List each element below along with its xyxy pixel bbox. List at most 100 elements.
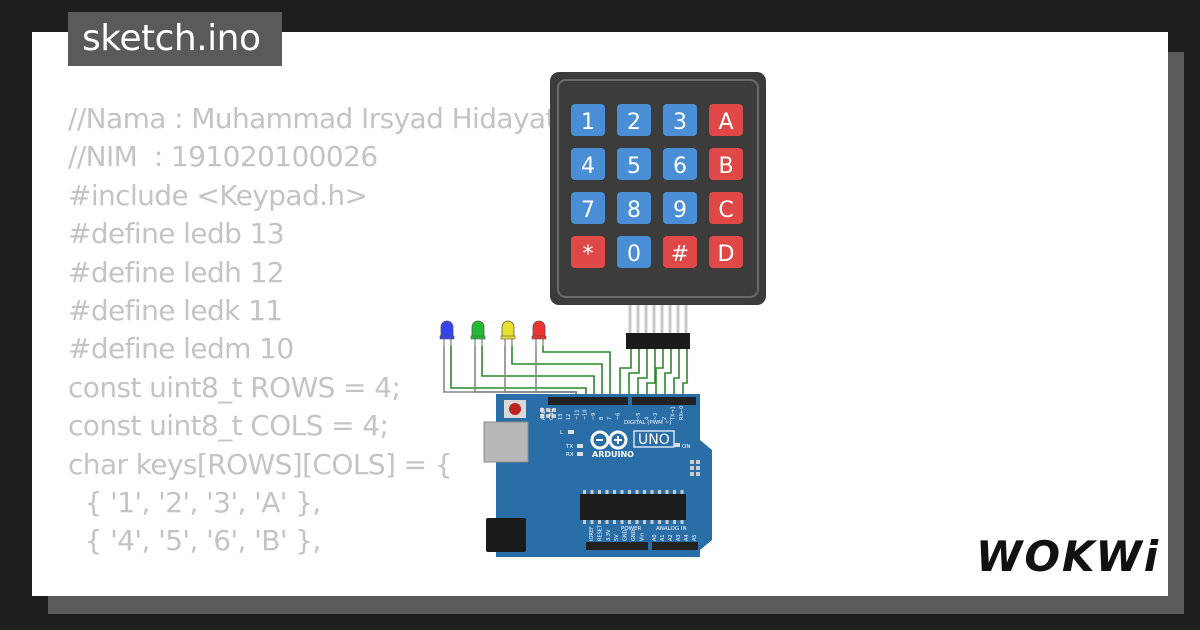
- power-header: [586, 542, 648, 550]
- keypad-key[interactable]: 3: [663, 104, 697, 136]
- code-line: #include <Keypad.h>: [68, 178, 368, 212]
- pin-label: A2: [668, 534, 674, 541]
- pin-label: ~9: [591, 413, 597, 420]
- key-label: B: [718, 154, 733, 179]
- keypad-key[interactable]: 2: [617, 104, 651, 136]
- keypad-key[interactable]: 9: [663, 192, 697, 224]
- keypad-pin: [668, 305, 672, 333]
- keypad-frame: [557, 79, 759, 298]
- led-group: [439, 320, 547, 346]
- pin-label: 7: [607, 417, 613, 420]
- key-label: 2: [627, 110, 641, 135]
- keypad-key[interactable]: 5: [617, 148, 651, 180]
- digital-header-left: [548, 397, 628, 405]
- key-label: 7: [581, 198, 595, 223]
- pin-label: 13: [558, 414, 564, 420]
- on-label: ON: [682, 444, 690, 450]
- pin-label: RESET: [597, 524, 603, 541]
- keypad-key[interactable]: 1: [571, 104, 605, 136]
- keypad-pin: [660, 305, 664, 333]
- wire: [682, 349, 688, 400]
- keypad-key[interactable]: 0: [617, 236, 651, 268]
- wire: [646, 349, 656, 400]
- pin-label: ~11: [574, 409, 580, 420]
- chip-pins: [583, 490, 684, 524]
- code-line: const uint8_t COLS = 4;: [68, 409, 389, 443]
- keypad-key[interactable]: A: [709, 104, 743, 136]
- wires: [443, 346, 688, 400]
- wire: [542, 346, 611, 400]
- key-label: 1: [581, 110, 595, 135]
- led-blue[interactable]: [439, 320, 455, 346]
- code-line: //Nama : Muhammad Irsyad Hidayat: [68, 102, 556, 135]
- reset-button[interactable]: [509, 403, 521, 415]
- key-label: 8: [627, 198, 641, 223]
- keypad-key[interactable]: *: [571, 236, 605, 268]
- code-line: char keys[ROWS][COLS] = {: [68, 447, 453, 481]
- file-tab[interactable]: sketch.ino: [68, 12, 283, 66]
- code-line: #define ledk 11: [68, 294, 283, 328]
- pin-label: 2: [662, 417, 668, 420]
- led-red[interactable]: [531, 320, 547, 346]
- usb-port: [483, 421, 529, 463]
- pin-label: A5: [692, 534, 698, 541]
- keypad-key[interactable]: 6: [663, 148, 697, 180]
- key-label: *: [583, 242, 594, 267]
- key-label: #: [671, 242, 689, 267]
- keypad-key[interactable]: D: [709, 236, 743, 268]
- led-green[interactable]: [470, 320, 486, 346]
- analog-label: ANALOG IN: [656, 526, 687, 532]
- pin-label: A3: [676, 534, 682, 541]
- keypad-key[interactable]: 8: [617, 192, 651, 224]
- keypad-key[interactable]: 7: [571, 192, 605, 224]
- wire: [535, 346, 577, 400]
- pin-label: IOREF: [589, 526, 595, 541]
- code-line: #define ledh 12: [68, 255, 285, 289]
- digital-label: DIGITAL (PWM ~): [624, 420, 671, 426]
- pin-label: ~3: [653, 413, 659, 420]
- pin-label: ~6: [615, 413, 621, 420]
- analog-header: [652, 542, 698, 550]
- wire: [655, 349, 664, 400]
- pin-label: A0: [652, 534, 658, 541]
- keypad-key[interactable]: C: [709, 192, 743, 224]
- wire: [637, 349, 648, 400]
- on-led: [674, 443, 680, 447]
- key-label: 4: [581, 154, 595, 179]
- atmega-chip: [580, 494, 686, 520]
- pin-label: A1: [660, 534, 666, 541]
- pin-label: AREF: [541, 407, 547, 420]
- model-label: UNO: [638, 432, 670, 448]
- key-label: 9: [673, 198, 687, 223]
- pin-label: 12: [566, 414, 572, 420]
- key-label: A: [718, 110, 733, 135]
- pin-label: GND: [623, 529, 629, 541]
- pin-label: 8: [599, 417, 605, 420]
- power-label: POWER: [621, 526, 642, 532]
- keypad-key[interactable]: 4: [571, 148, 605, 180]
- power-jack: [486, 518, 526, 552]
- wire: [511, 346, 603, 400]
- keypad-connector: [626, 305, 690, 349]
- wokwi-logo: WOKWi: [976, 532, 1161, 581]
- keypad-key[interactable]: B: [709, 148, 743, 180]
- wire: [628, 349, 640, 400]
- pin-label: GND: [549, 408, 555, 420]
- tx-led: [577, 444, 583, 448]
- wire: [664, 349, 672, 400]
- led-yellow[interactable]: [500, 320, 516, 346]
- keypad-pin: [636, 305, 640, 333]
- pin-label: 4: [645, 417, 651, 420]
- code-line: #define ledb 13: [68, 217, 285, 251]
- code-line: { '4', '5', '6', 'B' },: [68, 524, 322, 558]
- arduino-uno-board[interactable]: ARDUINO UNO DIGITAL (PWM ~) POWER ANALOG…: [483, 394, 712, 557]
- key-label: 3: [673, 110, 687, 135]
- code-line: //NIM : 191020100026: [68, 140, 378, 174]
- pin-label: Vin: [639, 533, 645, 541]
- keypad-key[interactable]: #: [663, 236, 697, 268]
- rx-led: [577, 452, 583, 456]
- key-label: C: [718, 198, 733, 223]
